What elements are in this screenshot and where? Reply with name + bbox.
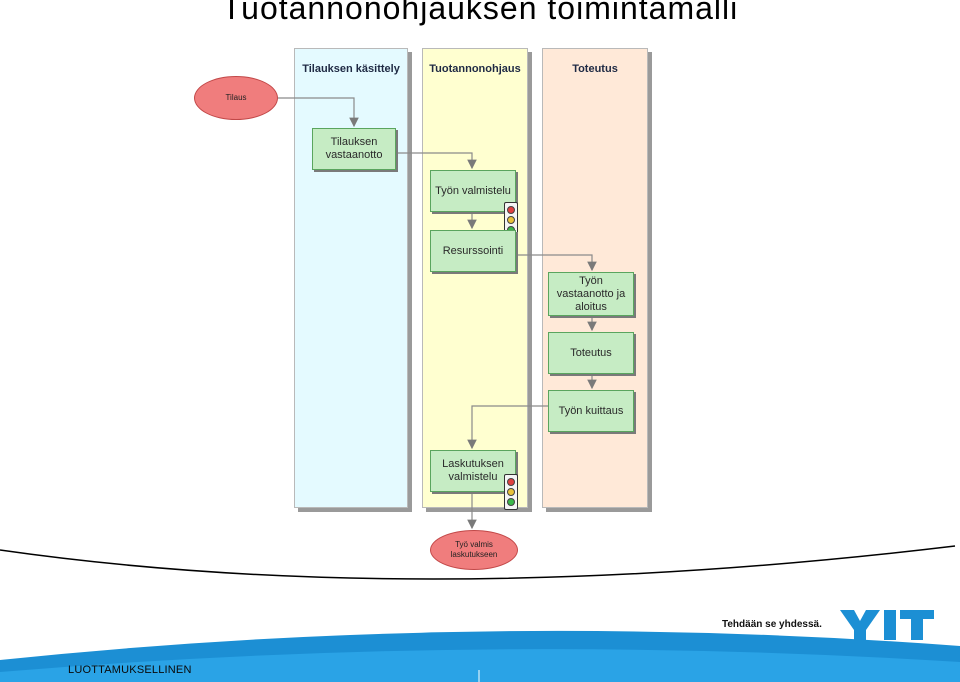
node-acknowledge-work-label: Työn kuittaus	[558, 404, 624, 417]
page-title: Tuotannonohjauksen toimintamalli	[221, 0, 739, 26]
arrow-receive-to-prepare	[396, 152, 477, 170]
node-receive-order-line2: vastaanotto	[325, 149, 383, 161]
node-prepare-work: Työn valmistelu	[430, 170, 516, 212]
node-accept-work-line1: Työn	[579, 274, 603, 287]
node-receive-order-line1: Tilauksen	[330, 136, 378, 148]
lane-production-control: Tuotannonohjaus	[422, 48, 528, 508]
node-accept-work-line2: vastaanotto ja	[556, 287, 626, 300]
node-receive-order: Tilauksen vastaanotto	[312, 128, 396, 170]
arrow-acknowledge-to-invoice	[467, 405, 548, 450]
node-accept-work: Työn vastaanotto ja aloitus	[548, 272, 634, 316]
node-execution-label: Toteutus	[570, 346, 612, 359]
tagline: Tehdään se yhdessä.	[722, 619, 822, 630]
node-accept-work-line3: aloitus	[575, 300, 607, 313]
connector-lines	[278, 97, 597, 530]
node-resourcing-label: Resurssointi	[442, 244, 504, 257]
node-work-done: Työ valmis laskutukseen	[430, 530, 518, 570]
lane-title-execution: Toteutus	[572, 63, 618, 75]
node-invoice-preparation-line1: Laskutuksen	[442, 458, 504, 470]
lane-title-order-handling: Tilauksen käsittely	[302, 63, 400, 75]
traffic-light-icon	[504, 202, 518, 238]
node-prepare-work-label: Työn valmistelu	[435, 184, 511, 197]
footer-waves	[0, 545, 960, 682]
node-work-done-line1: Työ valmis	[455, 540, 493, 549]
arrow-order-to-receive	[278, 97, 359, 128]
node-resourcing: Resurssointi	[430, 230, 516, 272]
node-order: Tilaus	[194, 76, 278, 120]
node-order-label: Tilaus	[225, 93, 247, 102]
yit-logo	[840, 610, 934, 640]
arrow-resourcing-to-accept	[516, 254, 597, 272]
node-invoice-preparation-line2: valmistelu	[448, 471, 498, 483]
node-work-done-line2: laskutukseen	[450, 550, 498, 559]
confidentiality-label: LUOTTAMUKSELLINEN	[68, 664, 192, 676]
node-acknowledge-work: Työn kuittaus	[548, 390, 634, 432]
lane-title-production-control: Tuotannonohjaus	[429, 63, 521, 75]
process-diagram: Tilauksen käsittely Tuotannonohjaus Tote…	[190, 48, 660, 573]
traffic-light-icon	[504, 474, 518, 510]
node-invoice-preparation: Laskutuksen valmistelu	[430, 450, 516, 492]
node-execution: Toteutus	[548, 332, 634, 374]
